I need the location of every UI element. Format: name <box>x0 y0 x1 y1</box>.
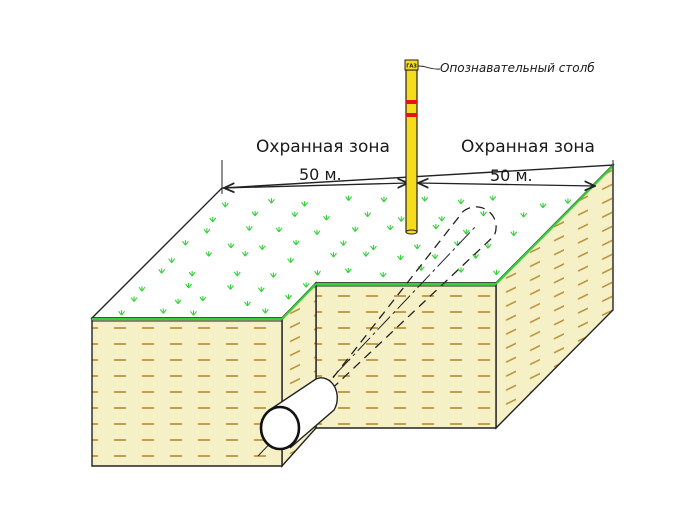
grass-tuft-icon <box>380 196 388 203</box>
grass-tuft-icon <box>564 198 572 204</box>
grass-tuft-icon <box>174 298 182 305</box>
protection-zone-label-left: Охранная зона <box>256 137 390 157</box>
marker-post-plate <box>404 59 419 71</box>
grass-tuft-icon <box>185 282 193 289</box>
grass-tuft-icon <box>261 308 269 314</box>
grass-tuft-icon <box>291 211 299 217</box>
marker-post-leader <box>417 65 441 70</box>
grass-tuft-icon <box>339 240 347 246</box>
grass-tuft-icon <box>292 239 300 246</box>
marker-post-base <box>405 229 418 235</box>
distance-label-left: 50 м. <box>299 165 342 184</box>
grass-tuft-icon <box>287 257 295 263</box>
grass-tuft-icon <box>489 195 497 201</box>
grass-tuft-icon <box>118 310 126 316</box>
grass-tuft-icon <box>302 282 310 288</box>
grass-tuft-icon <box>413 243 421 250</box>
grass-tuft-icon <box>379 272 387 278</box>
grass-tuft-icon <box>130 296 138 302</box>
grass-tuft-icon <box>269 272 277 278</box>
grass-tuft-icon <box>457 267 465 273</box>
grass-tuft-icon <box>457 198 465 205</box>
grass-tuft-icon <box>267 198 275 204</box>
grass-tuft-icon <box>301 201 308 207</box>
grass-tuft-icon <box>227 284 234 290</box>
grass-tuft-icon <box>168 257 176 263</box>
grass-tuft-icon <box>510 230 518 237</box>
grass-tuft-icon <box>364 211 372 218</box>
marker-post-band-upper <box>406 100 417 104</box>
grass-tuft-icon <box>323 215 330 221</box>
grass-tuft-icon <box>251 210 259 217</box>
ground-front-face <box>91 317 283 467</box>
grass-tuft-icon <box>199 295 207 302</box>
grass-tuft-icon <box>539 202 547 209</box>
marker-post-band-lower <box>406 113 417 117</box>
marker-post-plate-text: ГАЗ <box>406 64 417 70</box>
pipeline-hidden-outline <box>295 206 497 426</box>
grass-tuft-icon <box>257 286 265 293</box>
grass-tuft-icon <box>190 310 197 316</box>
grass-tuft-icon <box>159 308 167 314</box>
grass-tuft-icon <box>386 224 394 231</box>
pipeline-end-cross-section <box>259 405 301 451</box>
grass-tuft-icon <box>275 226 283 233</box>
grass-tuft-icon <box>397 254 404 261</box>
grass-tuft-icon <box>158 268 166 274</box>
dimension-arrow-right <box>418 183 595 186</box>
grass-tuft-icon <box>432 224 440 230</box>
marker-post-body <box>405 69 418 233</box>
grass-tuft-icon <box>438 216 446 222</box>
grass-tuft-icon <box>221 202 229 208</box>
grass-edges-dark <box>92 285 496 322</box>
grass-tuft-icon <box>362 251 370 257</box>
grass-tuft-icon <box>480 210 487 217</box>
grass-tuft-icon <box>258 244 266 250</box>
grass-tuft-icon <box>369 244 377 251</box>
grass-tuft-icon <box>188 271 196 277</box>
grass-tuft-icon <box>233 270 241 277</box>
dimension-lines <box>221 160 614 194</box>
marker-post: ГАЗ <box>404 59 441 235</box>
grass-tuft-icon <box>244 300 251 307</box>
grass-tuft-icon <box>493 269 500 276</box>
grass-tuft-icon <box>205 251 213 257</box>
grass-tuft-icon <box>241 251 249 257</box>
grass-tuft-icon <box>203 228 211 234</box>
grass-tuft-icon <box>313 229 321 236</box>
grass-tuft-icon <box>209 216 217 223</box>
grass-tuft-icon <box>345 195 352 201</box>
grass-tuft-icon <box>227 242 235 249</box>
grass-tuft-icon <box>397 216 405 222</box>
grass-tuft-icon <box>431 253 439 260</box>
grass-tuft-icon <box>520 212 528 218</box>
marker-post-label: Опознавательный столб <box>440 61 595 75</box>
ground-back-cut-face <box>315 282 497 429</box>
grass-tuft-icon <box>285 294 292 300</box>
grass-tuft-icon <box>182 240 189 246</box>
grass-tuft-icon <box>330 252 337 258</box>
ground-block <box>90 163 615 468</box>
grass-tuft-icon <box>351 226 359 232</box>
protection-zone-label-right: Охранная зона <box>461 137 595 157</box>
grass-tuft-icon <box>484 243 492 249</box>
grass-tuft-icon <box>138 286 146 292</box>
distance-label-right: 50 м. <box>490 166 533 185</box>
grass-tuft-icon <box>314 270 321 276</box>
grass-tuft-icon <box>344 267 352 274</box>
gas-pipeline <box>257 206 497 457</box>
grass-tuft-icon <box>245 225 253 231</box>
grass-tuft-icon <box>421 196 429 202</box>
dimension-arrow-left <box>224 183 408 188</box>
grass-tuft-icon <box>462 229 470 235</box>
